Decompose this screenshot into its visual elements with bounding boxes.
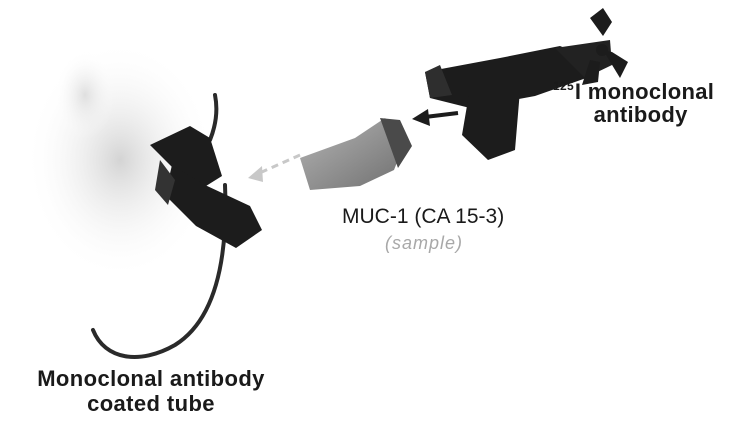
iodine-antibody-label: 125I monoclonal antibody: [553, 80, 714, 126]
tube-rim: [210, 95, 216, 140]
muc1-antigen: [300, 118, 412, 190]
binding-arrow-to-tube: [248, 155, 300, 182]
tube-highlight: [55, 50, 115, 140]
tube-label-line-2: coated tube: [16, 392, 286, 417]
iodine-line-1: 125I monoclonal: [553, 79, 714, 104]
iodine-line-2: antibody: [567, 103, 714, 126]
iodine-line-1-text: I monoclonal: [575, 79, 714, 104]
tube-label: Monoclonal antibody coated tube: [16, 367, 286, 416]
tube-label-line-1: Monoclonal antibody: [16, 367, 286, 392]
isotope-number: 125: [553, 79, 574, 93]
binding-arrow-to-antigen: [412, 109, 458, 126]
antigen-label: MUC-1 (CA 15-3): [342, 205, 504, 229]
sample-label: (sample): [385, 233, 463, 254]
